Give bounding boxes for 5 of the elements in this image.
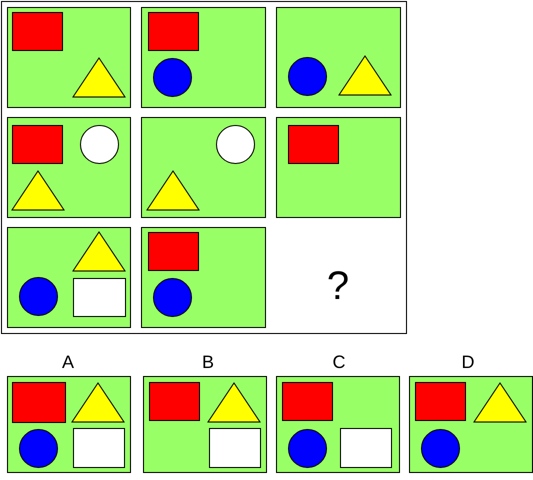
question-mark: ? (326, 266, 350, 306)
option-letter: B (202, 353, 214, 371)
option-letter: C (332, 353, 346, 371)
option-letter: A (62, 353, 74, 371)
option-letter: D (462, 353, 474, 371)
